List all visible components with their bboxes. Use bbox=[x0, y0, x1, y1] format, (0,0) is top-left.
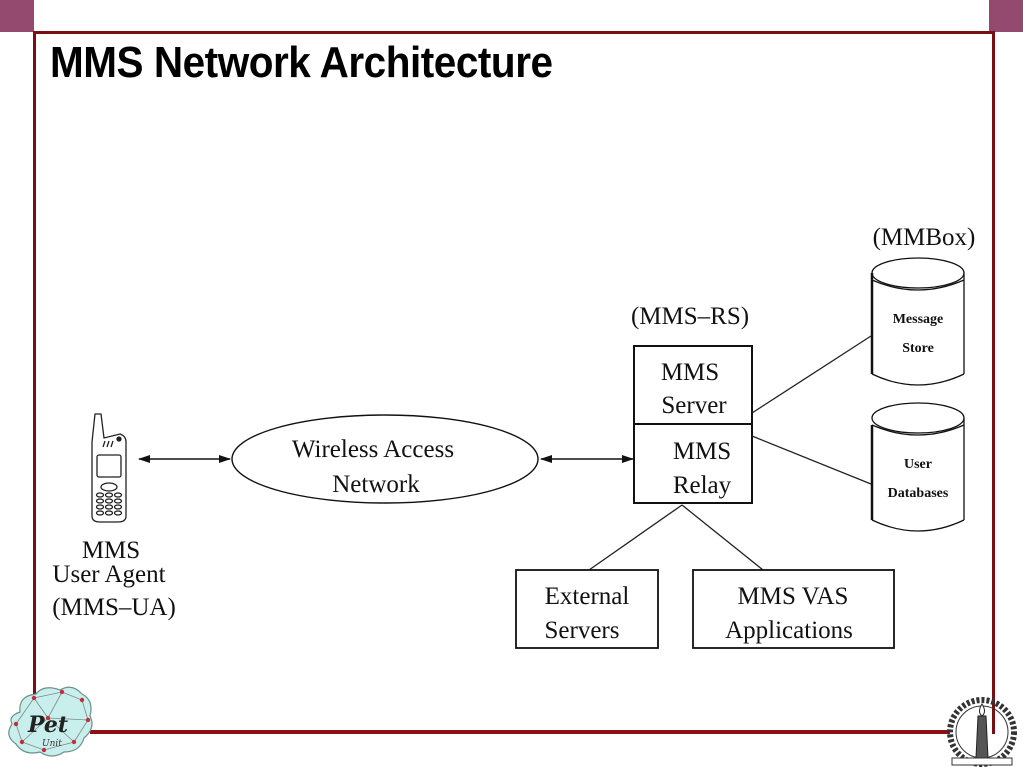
slide-title: MMS Network Architecture bbox=[50, 38, 553, 87]
wireless-network-ellipse bbox=[231, 414, 539, 504]
footer-divider bbox=[90, 730, 950, 734]
corner-decoration-left bbox=[0, 0, 34, 32]
message-store-label-line1: Message bbox=[893, 312, 944, 327]
vas-applications-box bbox=[692, 569, 895, 649]
mms-relay-label-line1: MMS bbox=[673, 438, 731, 465]
link-relay-vas bbox=[681, 504, 764, 571]
pet-unit-logo: Pet Unit bbox=[8, 686, 93, 757]
wireless-network-label-line2: Network bbox=[332, 471, 420, 498]
vas-label-line2: Applications bbox=[725, 617, 853, 644]
vas-label-line1: MMS VAS bbox=[738, 583, 849, 610]
link-relay-external-servers bbox=[588, 504, 683, 571]
user-databases-cylinder bbox=[870, 402, 965, 532]
link-server-message-store bbox=[751, 335, 872, 414]
external-servers-label-line2: Servers bbox=[545, 617, 620, 644]
message-store-cylinder bbox=[870, 257, 965, 386]
slide-frame bbox=[33, 31, 995, 734]
external-servers-label-line1: External bbox=[545, 583, 630, 610]
institute-emblem-logo bbox=[947, 697, 1017, 767]
corner-decoration-right bbox=[989, 0, 1023, 32]
pet-logo-subtext: Unit bbox=[42, 739, 62, 749]
external-servers-box bbox=[515, 569, 659, 649]
pet-logo-text: Pet bbox=[27, 712, 68, 738]
relay-server-group-label: (MMS–RS) bbox=[631, 303, 749, 330]
user-db-label-line1: User bbox=[904, 457, 932, 472]
user-agent-label-line2: User Agent bbox=[52, 561, 165, 588]
mms-server-label-line1: MMS bbox=[661, 359, 719, 386]
mobile-phone-icon bbox=[91, 413, 127, 523]
user-agent-label-line3: (MMS–UA) bbox=[52, 594, 176, 621]
mms-relay-label-line2: Relay bbox=[673, 472, 732, 499]
link-relay-user-db bbox=[751, 435, 872, 485]
mms-relay-box bbox=[633, 423, 753, 504]
mmbox-group-label: (MMBox) bbox=[873, 224, 976, 251]
user-agent-label-line1: MMS bbox=[82, 537, 140, 564]
mms-server-label-line2: Server bbox=[661, 392, 727, 419]
wireless-network-label-line1: Wireless Access bbox=[292, 436, 454, 463]
user-db-label-line2: Databases bbox=[888, 486, 949, 501]
message-store-label-line2: Store bbox=[902, 341, 934, 356]
